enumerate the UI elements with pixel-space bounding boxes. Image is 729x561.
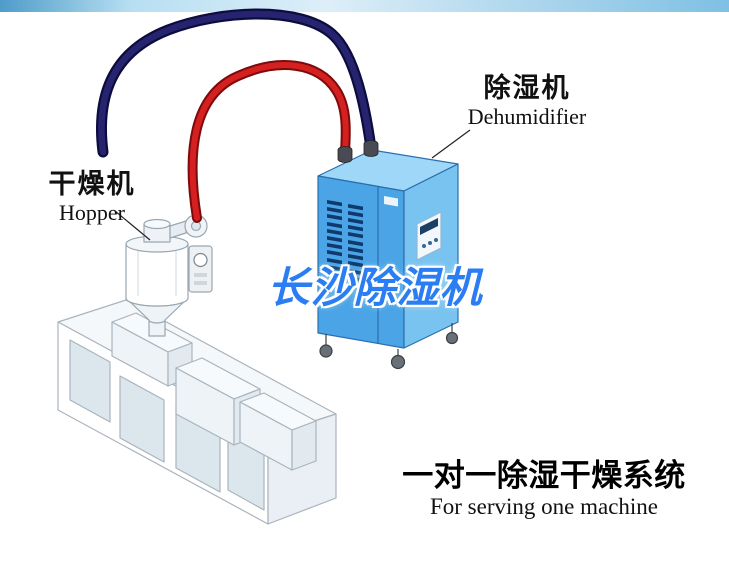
hot-air-pipe [189,62,349,221]
system-title-cn: 一对一除湿干燥系统 [402,458,686,493]
caster-wheels [319,323,459,370]
hopper-label: 干燥机 Hopper [44,170,140,226]
air-pipes [95,8,377,223]
dehumidifier-label-cn: 除湿机 [483,73,571,103]
return-air-pipe [98,10,375,156]
blower [169,214,208,239]
hopper-label-en: Hopper [59,200,125,226]
leader-line-dehumidifier [431,129,471,159]
die-housing [239,392,317,471]
dehumidifier-machine [317,149,459,370]
system-title-en: For serving one machine [429,494,659,519]
logo-sticker [384,196,398,207]
hopper-control-box [188,245,213,293]
dehumidifier-side-face [403,163,459,349]
front-panel [119,375,165,463]
watermark-text: 长沙除湿机 [267,264,483,311]
pipe-connector [337,146,353,163]
hopper-machine [125,214,213,337]
pipe-connector [363,140,379,157]
top-banner [0,0,729,12]
front-panel [69,339,111,423]
hopper-label-cn: 干燥机 [48,169,136,199]
dehumidifier-label: 除湿机 Dehumidifier [452,74,602,130]
dehumidifier-control-panel [416,211,442,261]
extruder-machine [57,299,337,525]
hopper-body [125,244,189,307]
pipe-connectors [337,140,379,163]
dehumidifier-label-en: Dehumidifier [467,104,587,130]
leader-line-hopper [114,210,151,241]
